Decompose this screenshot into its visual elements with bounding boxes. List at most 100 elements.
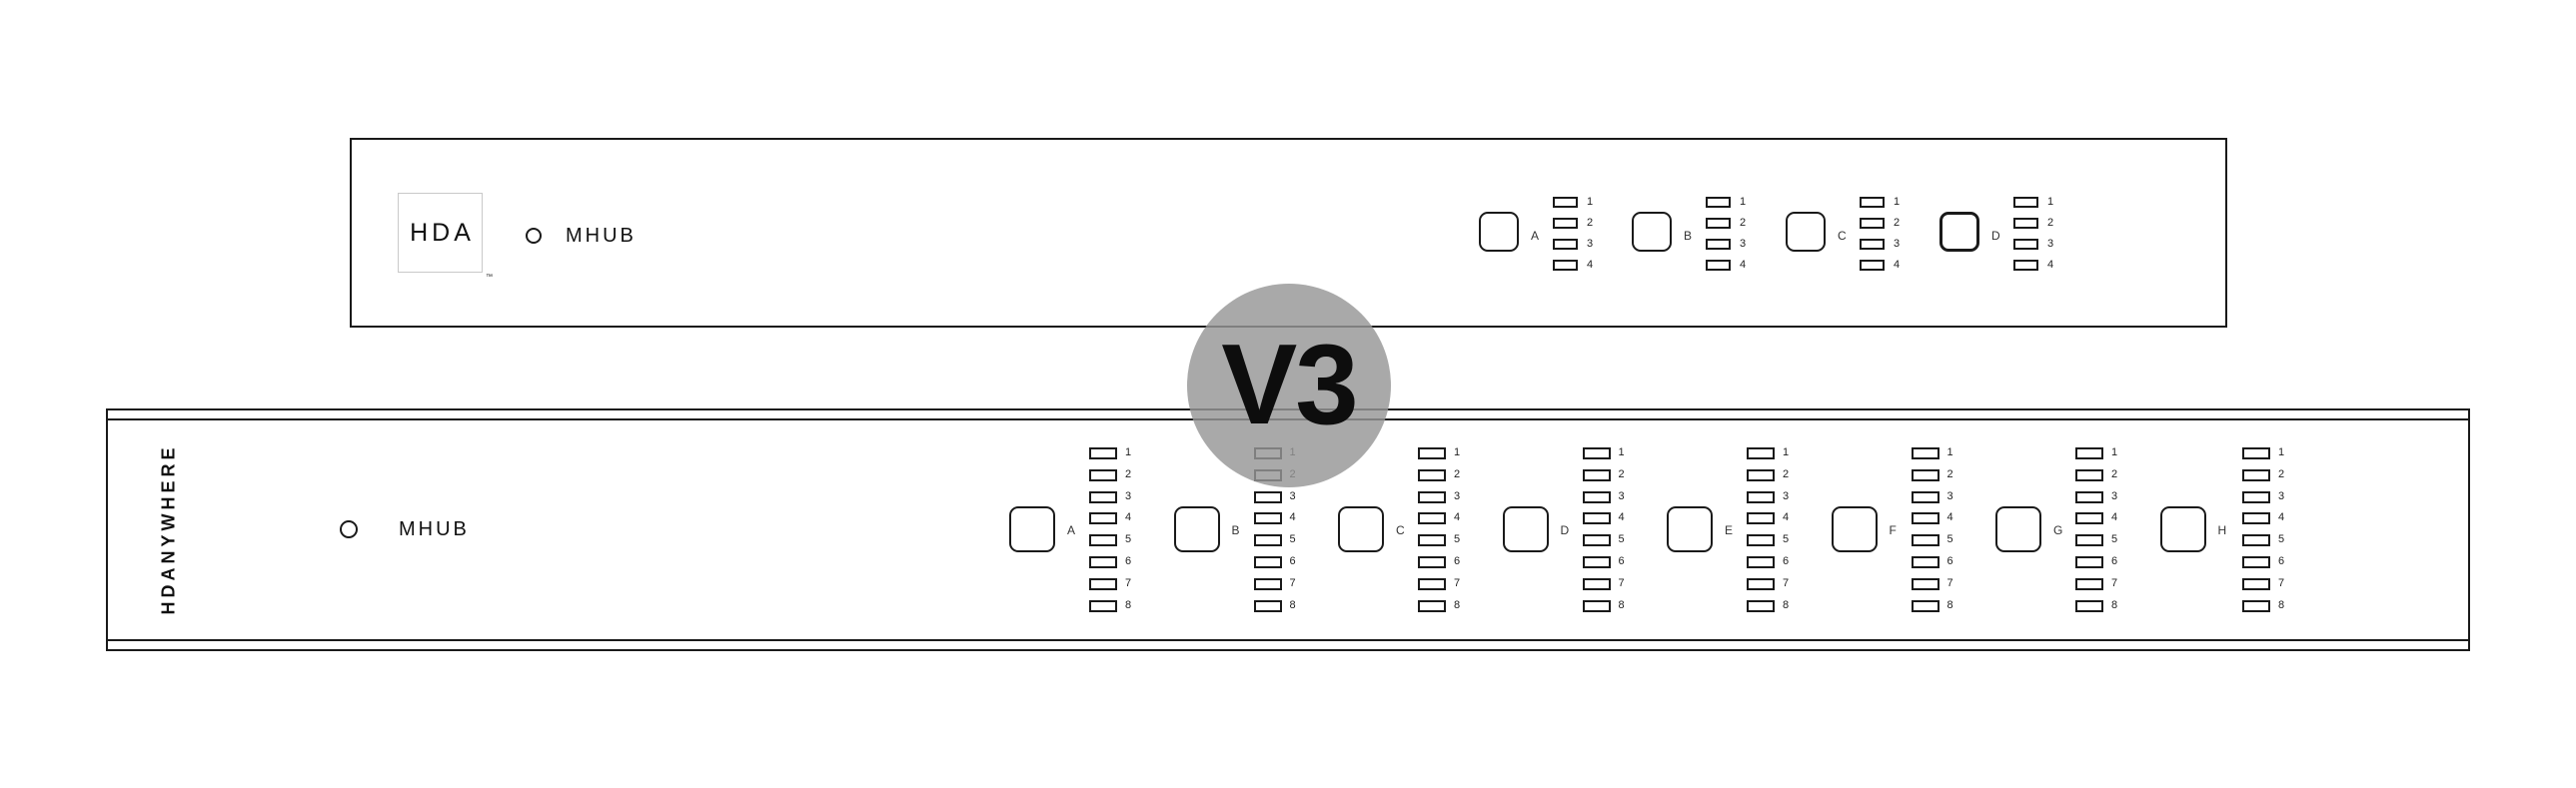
output-indicator-3[interactable] (1706, 239, 1731, 250)
output-indicator-7[interactable] (1747, 577, 1775, 590)
output-indicator-2[interactable] (1911, 468, 1939, 481)
output-indicator-1[interactable] (2075, 447, 2103, 459)
output-indicator-4[interactable] (1911, 512, 1939, 525)
output-indicator-8[interactable] (1418, 599, 1446, 612)
output-indicator-7[interactable] (1089, 577, 1117, 590)
output-indicator-1[interactable] (1860, 197, 1885, 208)
output-indicator-3[interactable] (1553, 239, 1578, 250)
output-number: 7 (1454, 576, 1461, 589)
output-indicator-2[interactable] (1553, 218, 1578, 229)
output-indicator-8[interactable] (1747, 599, 1775, 612)
output-number: 1 (1587, 196, 1594, 208)
output-indicator-2[interactable] (2075, 468, 2103, 481)
output-indicator-5[interactable] (2075, 534, 2103, 547)
output-indicator-2[interactable] (1582, 468, 1611, 481)
output-indicator-6[interactable] (1747, 556, 1775, 568)
output-indicator-5[interactable] (1418, 534, 1446, 547)
output-indicator-8[interactable] (2075, 599, 2103, 612)
output-indicator-4[interactable] (2075, 512, 2103, 525)
output-indicator-6[interactable] (1911, 556, 1939, 568)
output-indicator-7[interactable] (2075, 577, 2103, 590)
output-indicator-4[interactable] (1747, 512, 1775, 525)
output-indicator-4[interactable] (1089, 512, 1117, 525)
output-indicator-3[interactable] (1418, 490, 1446, 503)
output-indicator-3[interactable] (2242, 490, 2270, 503)
output-indicator-4[interactable] (1553, 260, 1578, 271)
source-button-c[interactable] (1786, 212, 1826, 252)
output-indicator-1[interactable] (1553, 197, 1578, 208)
output-indicator-7[interactable] (1253, 577, 1282, 590)
output-indicator-3[interactable] (1089, 490, 1117, 503)
source-button-d[interactable] (1502, 506, 1549, 552)
output-number: 8 (1289, 598, 1296, 611)
output-indicator-1[interactable] (1089, 447, 1117, 459)
output-indicator-5[interactable] (1911, 534, 1939, 547)
output-indicator-2[interactable] (2013, 218, 2038, 229)
output-indicator-7[interactable] (1911, 577, 1939, 590)
output-indicator-1[interactable] (2242, 447, 2270, 459)
output-number: 7 (1289, 576, 1296, 589)
output-indicator-5[interactable] (1253, 534, 1282, 547)
output-indicator-8[interactable] (1253, 599, 1282, 612)
output-number: 7 (1783, 576, 1790, 589)
output-indicator-4[interactable] (1706, 260, 1731, 271)
output-indicator-2[interactable] (1418, 468, 1446, 481)
source-button-f[interactable] (1831, 506, 1878, 552)
output-indicator-7[interactable] (1418, 577, 1446, 590)
source-button-h[interactable] (2159, 506, 2206, 552)
output-indicator-3[interactable] (1911, 490, 1939, 503)
output-indicator-3[interactable] (1253, 490, 1282, 503)
output-indicator-8[interactable] (1911, 599, 1939, 612)
output-indicator-3[interactable] (2013, 239, 2038, 250)
output-indicator-1[interactable] (1582, 447, 1611, 459)
output-indicator-5[interactable] (1582, 534, 1611, 547)
source-button-g[interactable] (1995, 506, 2041, 552)
output-indicator-6[interactable] (1089, 556, 1117, 568)
output-indicator-6[interactable] (2242, 556, 2270, 568)
output-indicator-2[interactable] (2242, 468, 2270, 481)
output-indicator-2[interactable] (1860, 218, 1885, 229)
output-indicator-6[interactable] (1253, 556, 1282, 568)
output-indicator-3[interactable] (1860, 239, 1885, 250)
output-indicator-5[interactable] (1089, 534, 1117, 547)
output-indicator-1[interactable] (2013, 197, 2038, 208)
output-indicator-3[interactable] (2075, 490, 2103, 503)
output-indicator-3[interactable] (1582, 490, 1611, 503)
output-indicator-7[interactable] (1582, 577, 1611, 590)
source-button-a[interactable] (1479, 212, 1519, 252)
output-indicator-1[interactable] (1747, 447, 1775, 459)
output-indicator-4[interactable] (2242, 512, 2270, 525)
output-indicator-2[interactable] (1089, 468, 1117, 481)
output-indicator-5[interactable] (2242, 534, 2270, 547)
output-indicator-1[interactable] (1911, 447, 1939, 459)
output-number: 4 (1289, 511, 1296, 524)
output-indicator-2[interactable] (1747, 468, 1775, 481)
output-indicator-4[interactable] (2013, 260, 2038, 271)
output-indicator-1[interactable] (1418, 447, 1446, 459)
source-button-e[interactable] (1667, 506, 1713, 552)
output-indicator-8[interactable] (2242, 599, 2270, 612)
output-number: 6 (1125, 555, 1132, 567)
output-number: 6 (1618, 555, 1625, 567)
output-number: 5 (1289, 533, 1296, 546)
output-indicator-6[interactable] (2075, 556, 2103, 568)
source-button-b[interactable] (1632, 212, 1672, 252)
output-indicator-8[interactable] (1582, 599, 1611, 612)
output-indicator-1[interactable] (1706, 197, 1731, 208)
output-indicator-4[interactable] (1582, 512, 1611, 525)
output-indicator-6[interactable] (1582, 556, 1611, 568)
output-indicator-8[interactable] (1089, 599, 1117, 612)
output-indicator-6[interactable] (1418, 556, 1446, 568)
source-button-c[interactable] (1338, 506, 1384, 552)
output-indicator-7[interactable] (2242, 577, 2270, 590)
source-button-a[interactable] (1009, 506, 1055, 552)
output-indicator-3[interactable] (1747, 490, 1775, 503)
source-button-d[interactable] (1939, 212, 1979, 252)
output-indicator-4[interactable] (1253, 512, 1282, 525)
source-button-b[interactable] (1173, 506, 1220, 552)
trademark-symbol: ™ (486, 274, 493, 281)
output-indicator-2[interactable] (1706, 218, 1731, 229)
output-indicator-5[interactable] (1747, 534, 1775, 547)
output-indicator-4[interactable] (1418, 512, 1446, 525)
output-indicator-4[interactable] (1860, 260, 1885, 271)
